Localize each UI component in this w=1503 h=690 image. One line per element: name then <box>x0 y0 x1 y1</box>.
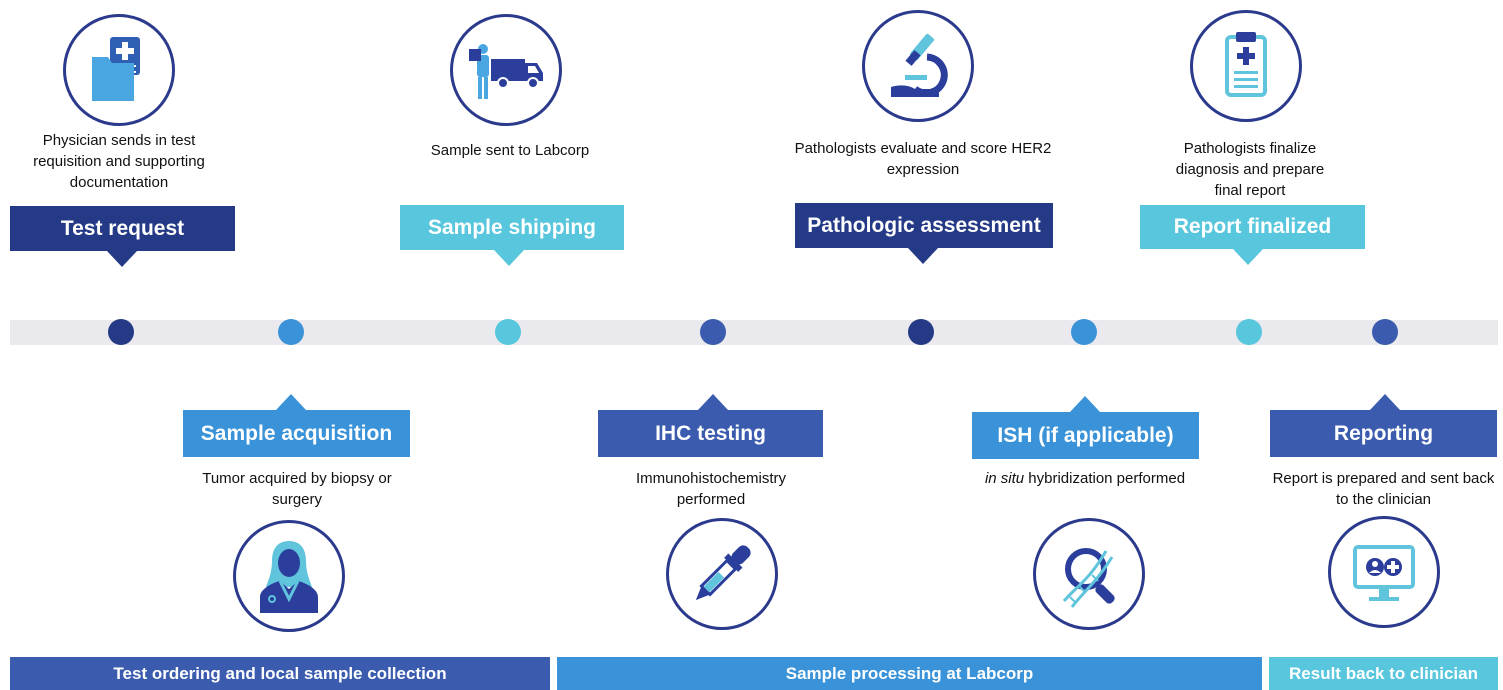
clipboard-icon-circle <box>1190 10 1302 122</box>
report-finalized-pointer <box>1233 249 1263 265</box>
timeline-dot <box>495 319 521 345</box>
timeline-dot <box>1071 319 1097 345</box>
dna-magnifier-icon <box>1062 548 1115 608</box>
reporting-label: Reporting <box>1270 410 1497 457</box>
sample-acquisition-description: Tumor acquired by biopsy or surgery <box>202 470 392 508</box>
sample-acquisition-label: Sample acquisition <box>183 410 410 457</box>
ihc-testing-pointer <box>698 394 728 410</box>
timeline-dot <box>700 319 726 345</box>
pathologic-assessment-label: Pathologic assessment <box>795 203 1053 248</box>
report-finalized-description: Pathologists finalize diagnosis and prep… <box>1175 140 1325 199</box>
timeline-dot <box>1372 319 1398 345</box>
phase-bar-result: Result back to clinician <box>1269 657 1498 690</box>
ihc-testing-description: Immunohistochemistry performed <box>635 470 787 508</box>
folder-plus-icon-circle <box>63 14 175 126</box>
timeline-dot <box>278 319 304 345</box>
reporting-description: Report is prepared and sent back to the … <box>1272 470 1495 508</box>
report-finalized-label: Report finalized <box>1140 205 1365 249</box>
ihc-testing-label: IHC testing <box>598 410 823 457</box>
ish-pointer <box>1070 396 1100 412</box>
microscope-icon <box>891 33 948 97</box>
dropper-icon <box>695 545 751 601</box>
delivery-truck-icon <box>469 44 543 99</box>
monitor-icon <box>1353 545 1415 601</box>
dna-icon-circle <box>1033 518 1145 630</box>
timeline-track <box>10 320 1498 345</box>
dropper-icon-circle <box>666 518 778 630</box>
microscope-icon-circle <box>862 10 974 122</box>
phase-bar-ordering: Test ordering and local sample collectio… <box>10 657 550 690</box>
sample-shipping-pointer <box>494 250 524 266</box>
ish-description-italic: in situ <box>984 470 1025 487</box>
ish-description: in situ hybridization performed <box>975 468 1195 489</box>
monitor-icon-circle <box>1328 516 1440 628</box>
ish-label: ISH (if applicable) <box>972 412 1199 459</box>
test-request-label: Test request <box>10 206 235 251</box>
doctor-icon-circle <box>233 520 345 632</box>
phase-bar-processing: Sample processing at Labcorp <box>557 657 1262 690</box>
ish-description-rest: hybridization performed <box>1024 470 1186 487</box>
timeline-dot <box>908 319 934 345</box>
sample-acquisition-pointer <box>276 394 306 410</box>
doctor-icon <box>260 541 318 613</box>
pathologic-assessment-description: Pathologists evaluate and score HER2 exp… <box>794 140 1052 178</box>
clipboard-icon <box>1225 32 1267 97</box>
reporting-pointer <box>1370 394 1400 410</box>
truck-icon-circle <box>450 14 562 126</box>
timeline-dot <box>1236 319 1262 345</box>
pathologic-assessment-pointer <box>908 248 938 264</box>
test-request-pointer <box>107 251 137 267</box>
test-request-description: Physician sends in test requisition and … <box>33 132 205 191</box>
folder-plus-icon <box>92 37 140 101</box>
sample-shipping-label: Sample shipping <box>400 205 624 250</box>
sample-shipping-description: Sample sent to Labcorp <box>430 142 590 159</box>
timeline-dot <box>108 319 134 345</box>
